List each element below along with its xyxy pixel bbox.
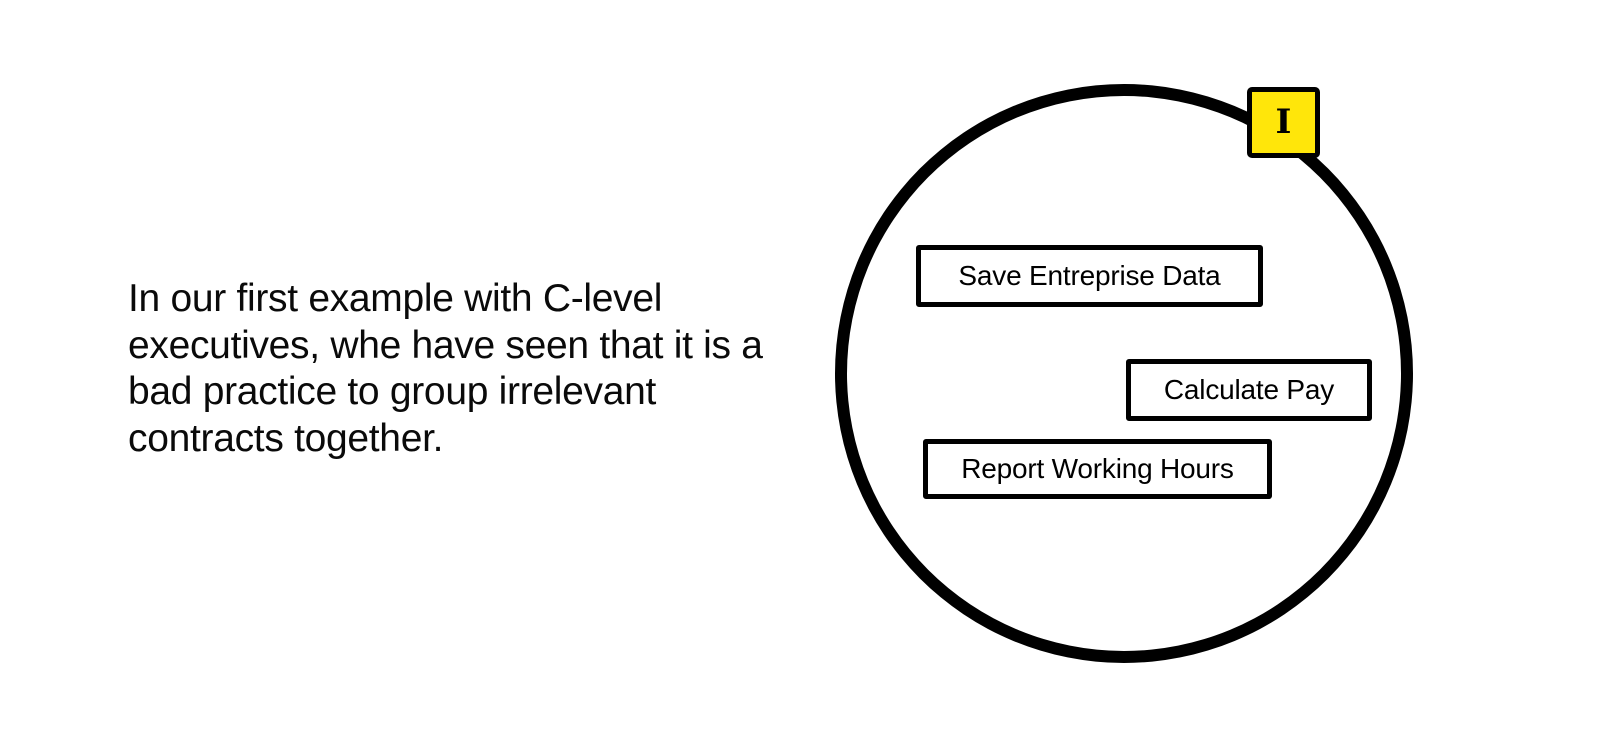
interface-marker-label: I <box>1275 101 1292 142</box>
node-save-entreprise-data: Save Entreprise Data <box>916 245 1263 307</box>
interface-marker: I <box>1247 87 1320 158</box>
node-label: Calculate Pay <box>1163 374 1335 405</box>
node-report-working-hours: Report Working Hours <box>923 439 1272 499</box>
node-label: Report Working Hours <box>961 453 1234 484</box>
node-label: Save Entreprise Data <box>958 260 1221 291</box>
caption-text: In our first example with C-level execut… <box>128 277 763 460</box>
node-calculate-pay: Calculate Pay <box>1126 359 1372 421</box>
